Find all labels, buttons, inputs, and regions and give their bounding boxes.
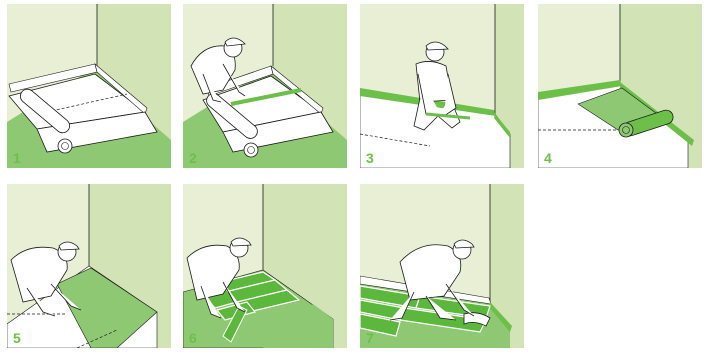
step-panel-1: 1	[7, 4, 171, 168]
step-2-illustration	[183, 4, 347, 168]
step-number-3: 3	[366, 151, 374, 165]
step-panel-2: 2	[183, 4, 347, 168]
step-6-illustration	[183, 184, 347, 348]
step-number-4: 4	[544, 151, 552, 165]
step-7-illustration	[360, 184, 524, 348]
step-panel-5: 5	[7, 184, 171, 348]
step-panel-4: 4	[538, 4, 702, 168]
step-panel-6: 6	[183, 184, 347, 348]
step-number-5: 5	[13, 331, 21, 345]
step-5-illustration	[7, 184, 171, 348]
step-4-illustration	[538, 4, 702, 168]
step-number-1: 1	[13, 151, 21, 165]
step-number-7: 7	[366, 331, 374, 345]
step-number-2: 2	[189, 151, 197, 165]
step-panel-7: 7	[360, 184, 524, 348]
step-panel-3: 3	[360, 4, 524, 168]
step-1-illustration	[7, 4, 171, 168]
step-number-6: 6	[189, 331, 197, 345]
step-3-illustration	[360, 4, 524, 168]
